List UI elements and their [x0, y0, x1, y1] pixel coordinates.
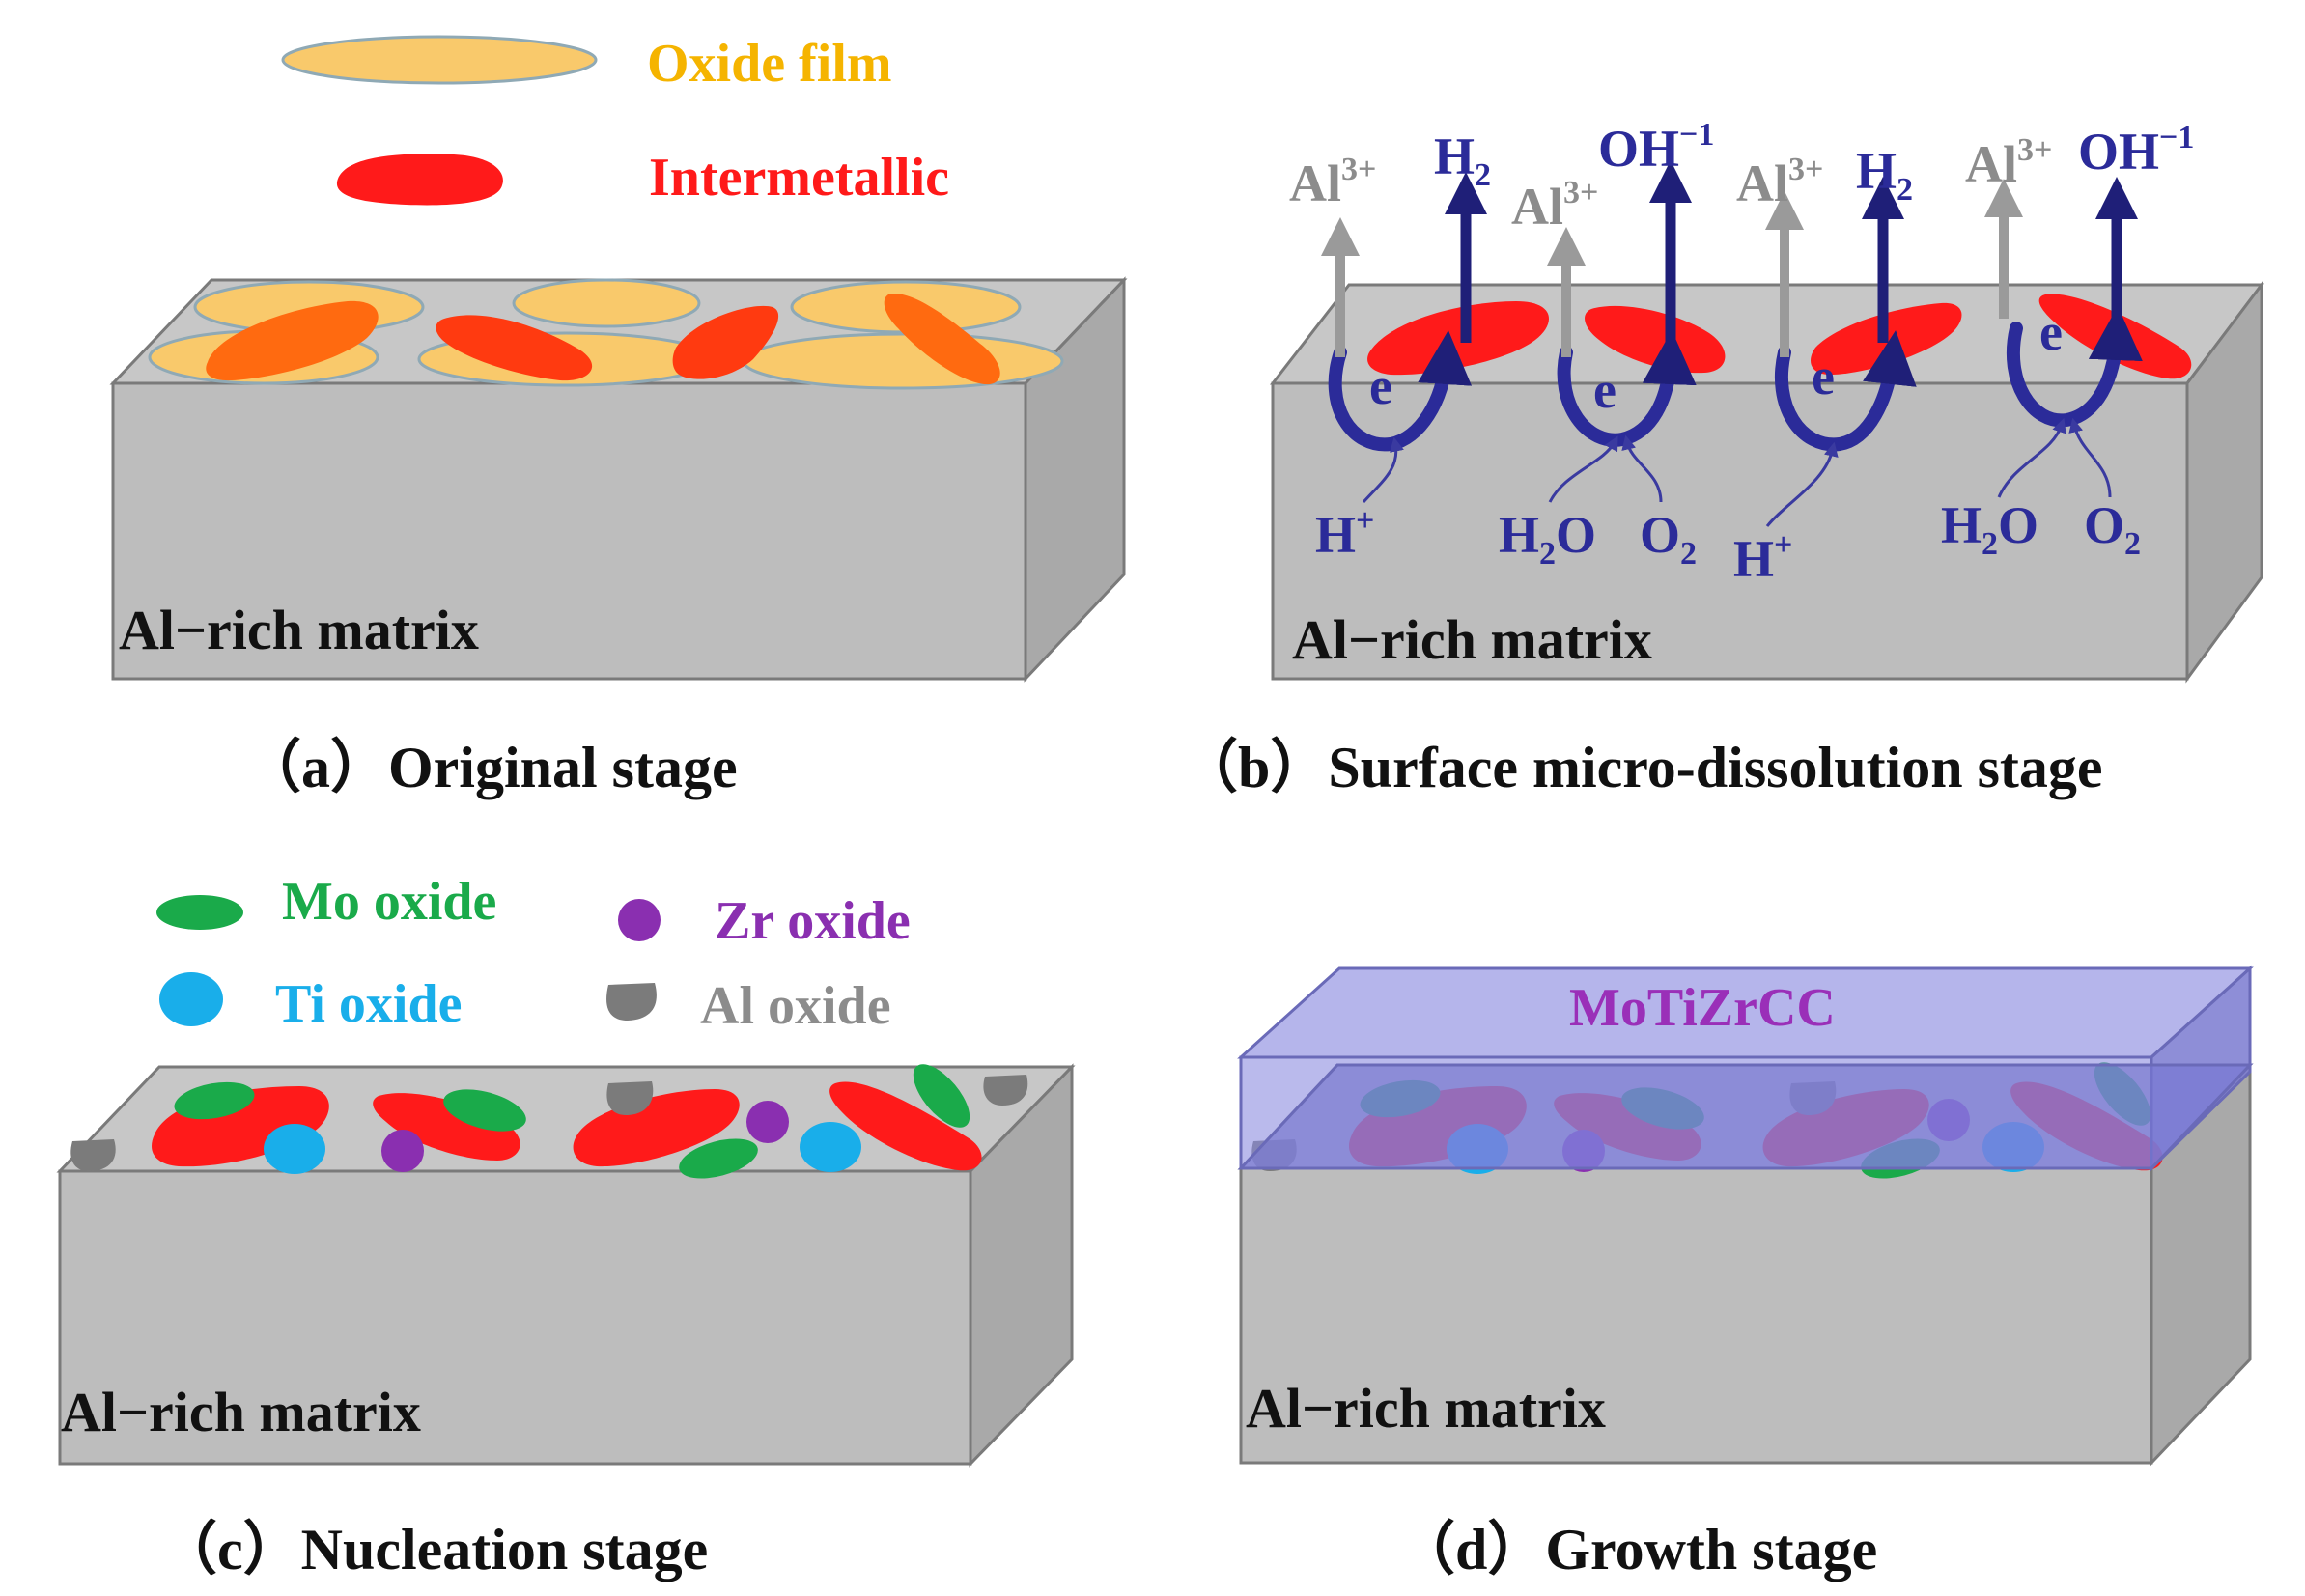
al3-label: Al3+ [1289, 152, 1376, 212]
electron-label: e [1593, 361, 1616, 419]
mo-oxide-particle [443, 1089, 526, 1132]
intermetallic-particle [884, 294, 1000, 385]
electron-label: e [1812, 348, 1835, 406]
legend-oxide-film-label: Oxide film [647, 34, 892, 94]
h2o-label: H2O [1941, 496, 2038, 562]
mo-oxide-particle [174, 1081, 255, 1120]
h2-label: H2 [1856, 142, 1913, 208]
panel-caption: （d）Growth stage [1397, 1517, 1877, 1582]
electron-loop [2006, 306, 2143, 428]
legend-mo-oxide-label: Mo oxide [282, 872, 496, 932]
block-front-face [111, 381, 1027, 681]
ti-oxide-particle [264, 1124, 325, 1174]
legend-al-oxide-icon [606, 983, 657, 1021]
motizrcc-coating: MoTiZrCC [1237, 965, 2254, 1172]
zr-oxide-particle [746, 1101, 789, 1143]
intermetallic-particle [373, 1093, 520, 1161]
oxide-film-layer [148, 278, 1064, 390]
o2-label: O2 [2084, 496, 2141, 562]
panel-a: Oxide film Intermetallic Al−rich matrix … [109, 34, 1128, 799]
panel-b: e e e e Al3+ H2 Al3+ OH−1 Al3+ H2 Al3+ O… [1180, 117, 2265, 799]
oxide-film [512, 278, 701, 328]
mo-oxide-particle [913, 1064, 970, 1128]
intermetallic-particle [436, 315, 593, 381]
al-oxide-particle [983, 1075, 1028, 1106]
reactant-arrow [1548, 435, 1618, 503]
o2-label: O2 [1640, 506, 1697, 572]
legend-oxide-film-icon [281, 35, 598, 85]
electron-label: e [1369, 357, 1392, 415]
legend-ti-oxide-icon [159, 972, 223, 1026]
matrix-label: Al−rich matrix [61, 1381, 421, 1443]
intermetallic-particle [672, 305, 779, 379]
intermetallic-particle [206, 300, 379, 381]
legend-ti-oxide-label: Ti oxide [275, 974, 462, 1034]
matrix-label: Al−rich matrix [1292, 608, 1652, 671]
al-oxide-particle [70, 1139, 116, 1171]
legend-intermetallic-icon [336, 154, 503, 206]
intermetallic-particle [573, 1089, 740, 1167]
panel-d: MoTiZrCC Al−rich matrix （d）Growth stage [1237, 965, 2254, 1582]
coating-label: MoTiZrCC [1569, 978, 1836, 1038]
reactant-arrow [1621, 434, 1663, 503]
electron-loop [1774, 330, 1917, 452]
reactant-arrow [1765, 441, 1839, 527]
h-plus-label: H+ [1733, 527, 1792, 588]
ti-oxide-particle [800, 1122, 861, 1172]
oxide-film [742, 332, 1064, 390]
panel-c: Mo oxide Zr oxide Ti oxide Al oxide Al−r… [56, 872, 1076, 1582]
reactant-arrow [1362, 436, 1404, 504]
zr-oxide-particle [381, 1130, 424, 1172]
al3-label: Al3+ [1511, 175, 1598, 236]
legend-zr-oxide-label: Zr oxide [715, 891, 911, 951]
reactant-arrow [2068, 417, 2112, 498]
oh-label: OH−1 [2078, 120, 2194, 181]
al-oxide-particle [606, 1081, 654, 1115]
al3-label: Al3+ [1965, 132, 2052, 193]
al3-label: Al3+ [1736, 152, 1823, 212]
legend-zr-oxide-icon [618, 899, 661, 941]
legend-mo-oxide-icon [156, 895, 243, 930]
panel-caption: （b）Surface micro-dissolution stage [1180, 735, 2103, 799]
matrix-label: Al−rich matrix [119, 599, 479, 661]
panel-caption: （a）Original stage [243, 735, 738, 799]
oh-label: OH−1 [1598, 117, 1714, 178]
h2o-label: H2O [1499, 506, 1596, 572]
panel-caption: （c）Nucleation stage [159, 1517, 708, 1582]
block-front-face [58, 1169, 972, 1466]
h2-label: H2 [1434, 127, 1491, 193]
reactant-arrow [1997, 417, 2066, 498]
legend-intermetallic-label: Intermetallic [649, 148, 949, 208]
legend-al-oxide-label: Al oxide [700, 976, 891, 1036]
intermetallic-particle [829, 1081, 982, 1171]
block-front-face [1271, 381, 2189, 681]
block-front-face [1239, 1166, 2153, 1465]
coating-inner-edge [1237, 1063, 2254, 1170]
mo-oxide-particle [679, 1138, 758, 1179]
matrix-label: Al−rich matrix [1246, 1377, 1606, 1440]
h-plus-label: H+ [1315, 503, 1374, 564]
electron-label: e [2039, 303, 2063, 361]
